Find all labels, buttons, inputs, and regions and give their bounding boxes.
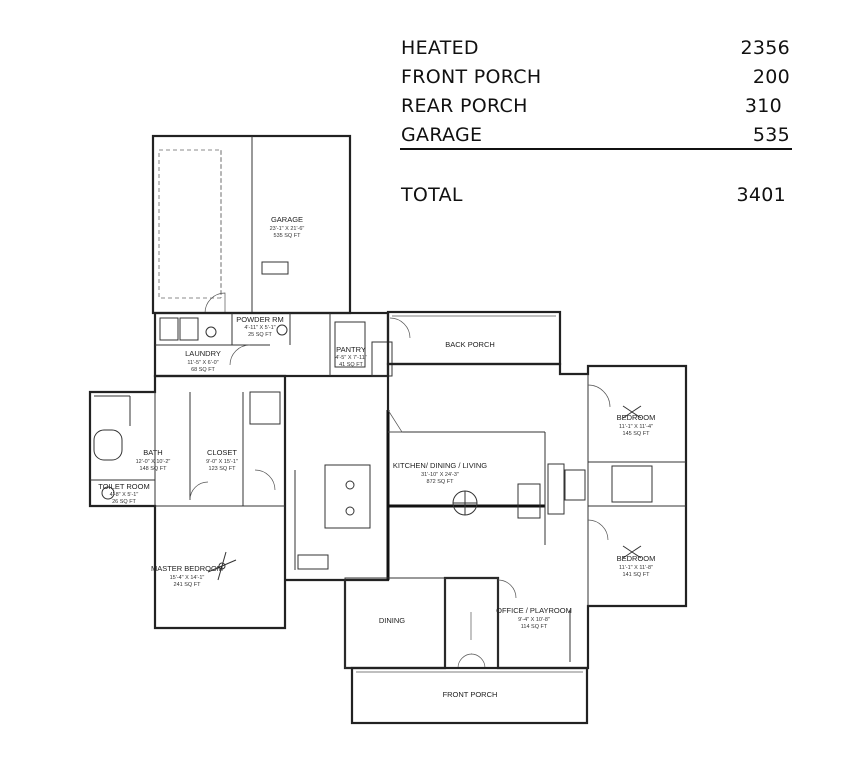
ceiling-fan-icon [207, 551, 237, 581]
bedroom-wing [564, 374, 686, 606]
room-area-toilet: 26 SQ FT [112, 499, 136, 505]
room-name-master: MASTER BEDROOM [151, 564, 223, 573]
room-area-closet: 123 SQ FT [209, 466, 237, 472]
room-name-dining: DINING [379, 616, 405, 625]
ceiling-fan-icon [452, 490, 478, 516]
room-dims-powder: 4'-11" X 5'-1" [244, 325, 275, 331]
summary-label-front-porch: FRONT PORCH [401, 66, 542, 88]
room-dims-garage: 23'-1" X 21'-6" [270, 226, 305, 232]
room-dims-bedroom-1: 11'-1" X 11'-4" [619, 424, 653, 430]
room-name-front-porch: FRONT PORCH [443, 690, 498, 699]
summary-value-total: 3401 [736, 184, 786, 206]
room-name-pantry: PANTRY [336, 345, 366, 354]
kitchen-living-area [294, 409, 565, 580]
room-dims-laundry: 11'-5" X 6'-0" [187, 360, 218, 366]
summary-label-total: TOTAL [401, 184, 463, 206]
room-name-powder: POWDER RM [236, 315, 284, 324]
room-area-office: 114 SQ FT [521, 624, 548, 630]
room-area-laundry: 68 SQ FT [191, 367, 215, 373]
room-name-garage: GARAGE [271, 215, 303, 224]
garage-area [151, 134, 352, 315]
summary-value-heated: 2356 [740, 37, 790, 59]
back-porch-area [386, 310, 562, 366]
summary-label-heated: HEATED [401, 37, 479, 59]
room-dims-kitchen: 31'-10" X 24'-3" [421, 472, 459, 478]
room-area-bedroom-1: 145 SQ FT [623, 431, 651, 437]
front-porch-area [350, 666, 589, 725]
master-wing [90, 391, 285, 581]
room-name-bedroom-2: BEDROOM [617, 554, 656, 563]
room-area-kitchen: 872 SQ FT [427, 479, 455, 485]
room-dims-closet: 9'-0" X 15'-1" [206, 459, 238, 465]
room-name-toilet: TOILET ROOM [98, 482, 149, 491]
room-area-bedroom-2: 141 SQ FT [623, 572, 651, 578]
room-name-bedroom-1: BEDROOM [617, 413, 656, 422]
room-dims-office: 9'-4" X 10'-8" [518, 617, 550, 623]
room-area-garage: 535 SQ FT [274, 233, 302, 239]
room-area-bath: 148 SQ FT [140, 466, 168, 472]
room-name-back-porch: BACK PORCH [445, 340, 495, 349]
summary-value-rear-porch: 310 [744, 95, 782, 117]
summary-divider [400, 148, 792, 150]
room-area-pantry: 41 SQ FT [339, 362, 363, 368]
room-dims-pantry: 4'-5" X 7'-11" [335, 355, 366, 361]
ceiling-fan-icon [622, 545, 642, 559]
room-name-kitchen: KITCHEN/ DINING / LIVING [393, 461, 487, 470]
summary-value-garage: 535 [752, 124, 790, 146]
ceiling-fan-icon [622, 405, 642, 419]
room-dims-master: 15'-4" X 14'-1" [170, 575, 205, 581]
summary-value-front-porch: 200 [752, 66, 790, 88]
summary-label-garage: GARAGE [401, 124, 483, 146]
room-name-office: OFFICE / PLAYROOM [496, 606, 572, 615]
room-name-bath: BATH [143, 448, 162, 457]
room-area-powder: 25 SQ FT [248, 332, 272, 338]
room-area-master: 241 SQ FT [174, 582, 202, 588]
room-dims-toilet: 4'-8" X 5'-1" [110, 492, 139, 498]
summary-label-rear-porch: REAR PORCH [401, 95, 528, 117]
room-name-closet: CLOSET [207, 448, 237, 457]
room-dims-bedroom-2: 11'-1" X 11'-8" [619, 565, 653, 571]
room-name-laundry: LAUNDRY [185, 349, 221, 358]
room-dims-bath: 12'-0" X 10'-2" [136, 459, 171, 465]
